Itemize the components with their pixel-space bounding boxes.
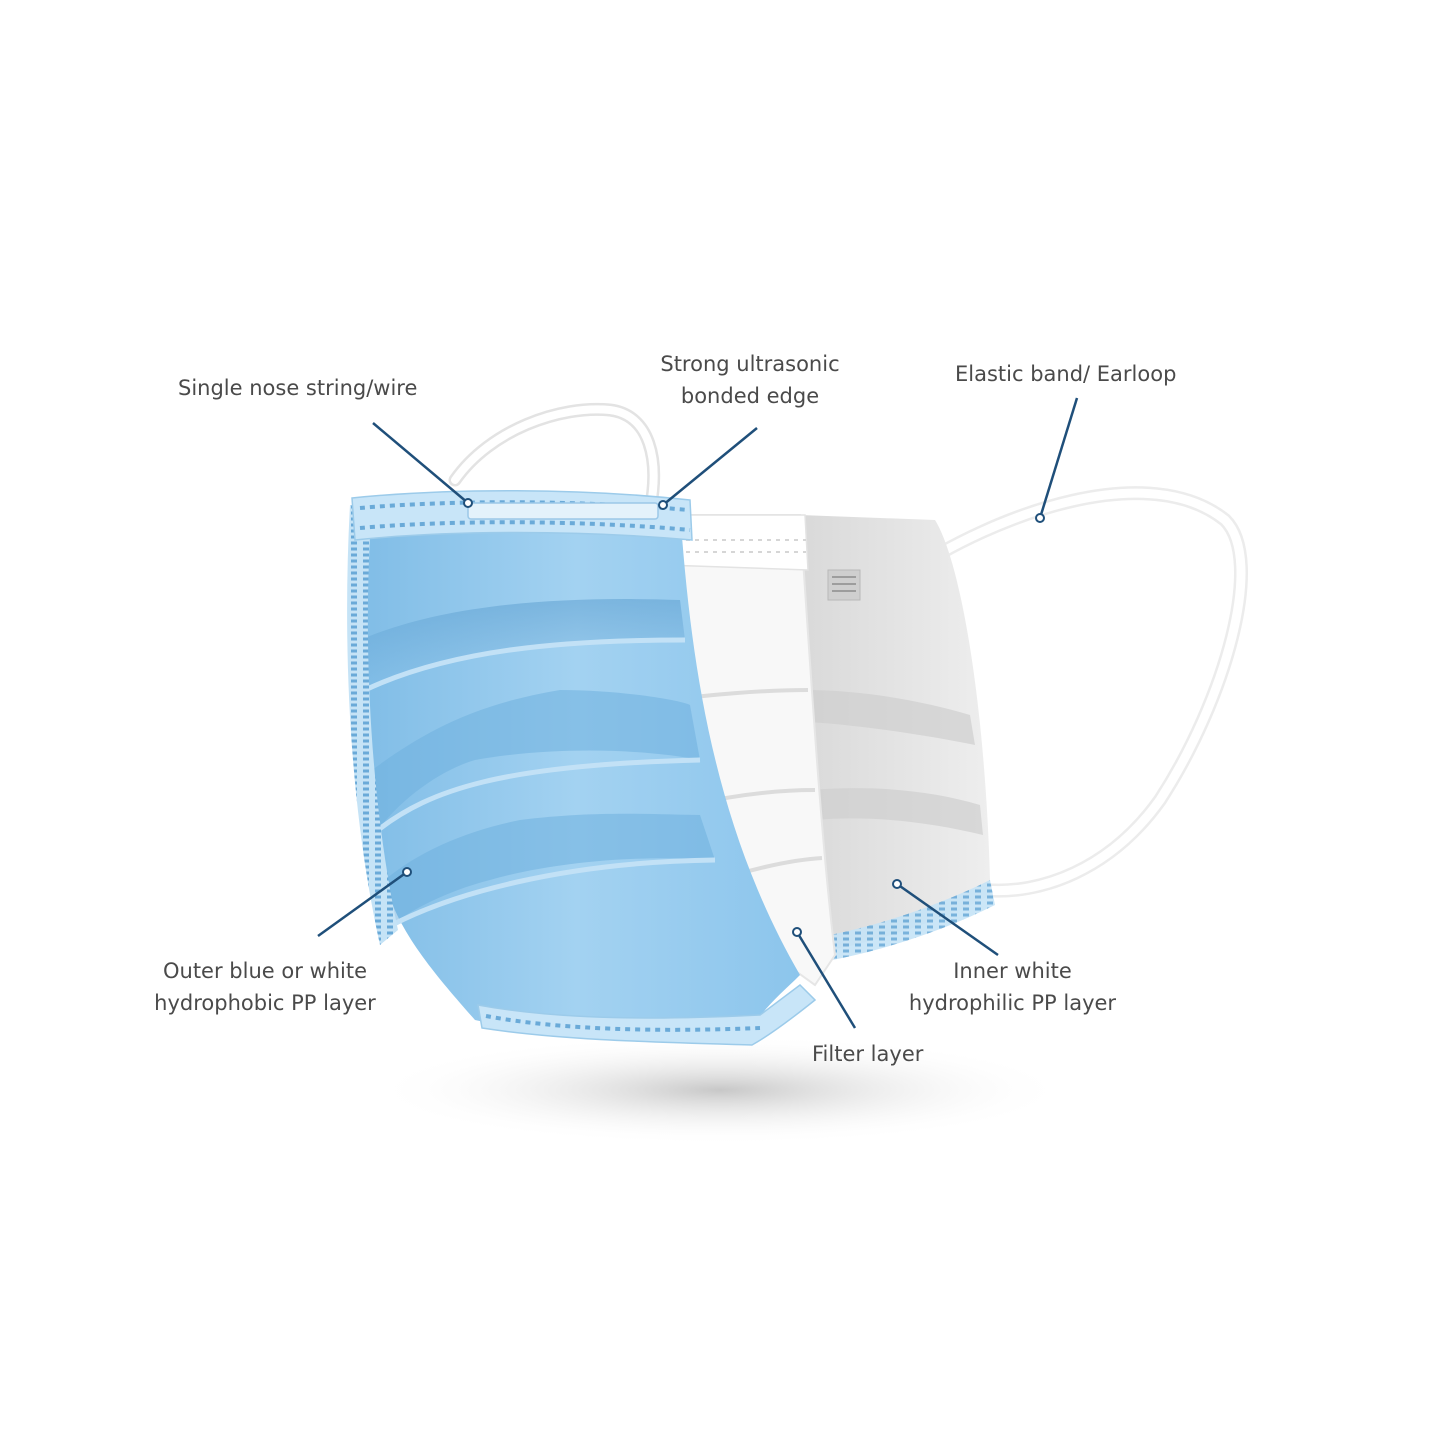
- leader-inner-layer: [896, 882, 999, 957]
- label-line: Single nose string/wire: [178, 376, 418, 400]
- label-bonded-edge: Strong ultrasonic bonded edge: [640, 348, 860, 412]
- nose-wire: [467, 502, 659, 520]
- leader-earloop: [1038, 397, 1079, 519]
- leader-nose-wire: [372, 422, 469, 504]
- label-line: hydrophobic PP layer: [154, 991, 376, 1015]
- label-line: bonded edge: [680, 384, 820, 408]
- label-earloop: Elastic band/ Earloop: [955, 358, 1176, 390]
- inner-layer: [800, 515, 990, 950]
- leader-outer-layer: [317, 870, 408, 938]
- label-filter-layer: Filter layer: [812, 1038, 923, 1070]
- leader-filter-layer: [795, 931, 857, 1029]
- label-line: Elastic band/ Earloop: [955, 362, 1177, 386]
- mask-shadow: [370, 1035, 1070, 1145]
- bottom-bonded-edge: [477, 984, 817, 1046]
- left-bonded-edge: [347, 505, 398, 945]
- label-outer-layer: Outer blue or white hydrophobic PP layer: [140, 955, 390, 1019]
- label-line: hydrophilic PP layer: [908, 991, 1117, 1015]
- label-nose-wire: Single nose string/wire: [178, 372, 417, 404]
- label-line: Filter layer: [812, 1042, 924, 1066]
- label-line: Strong ultrasonic: [660, 352, 840, 376]
- label-line: Outer blue or white: [162, 959, 367, 983]
- label-inner-layer: Inner white hydrophilic PP layer: [895, 955, 1130, 1019]
- leader-bonded-edge: [662, 427, 758, 506]
- label-line: Inner white: [953, 959, 1072, 983]
